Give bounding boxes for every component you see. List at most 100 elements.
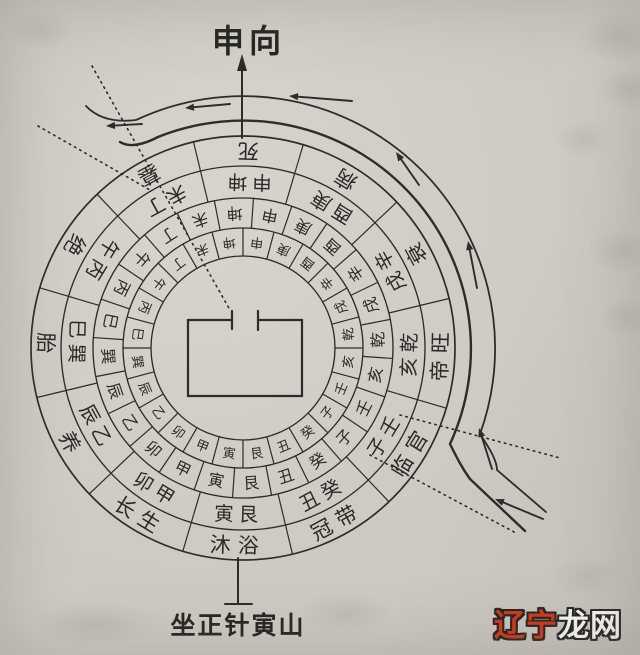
sitting-label: 坐正针寅山 (170, 611, 305, 640)
mountain-label: 亥 (365, 365, 387, 384)
flow-arrow-shaft (190, 103, 231, 109)
ring-cell-divider (333, 249, 357, 270)
ring-cell-divider (288, 243, 304, 269)
ring-cell-divider (157, 412, 179, 434)
flow-arrow-head (478, 428, 486, 438)
ring-cell-divider (294, 144, 304, 174)
ring-cell-divider (157, 262, 179, 284)
facing-pointer-arrowhead (237, 54, 247, 71)
mountain-label: 甲 (171, 457, 194, 481)
ring-cell-divider (129, 426, 153, 447)
mountain-label: 乙 (148, 403, 168, 422)
flow-arrow-shaft (468, 245, 478, 289)
ring-cell-divider (367, 479, 390, 503)
ring-circle (150, 255, 336, 441)
ring-cell-divider (309, 223, 328, 249)
ring-cell-divider (107, 400, 136, 415)
ring-cell-divider (419, 297, 450, 307)
ring-cell-divider (350, 281, 379, 296)
mountain-pair-label: 巳巽 (64, 319, 88, 369)
mountain-label: 酉 (320, 234, 345, 259)
water-direction-dotted-line (369, 454, 517, 534)
watermark-part2: 龙网 (558, 608, 622, 644)
center-plot-square (186, 318, 304, 398)
water-channel-inner-line (118, 119, 527, 533)
ring-cell-divider (307, 262, 329, 284)
ring-cell-divider (126, 371, 155, 380)
mountain-pair-label: 寅艮 (214, 502, 264, 526)
ring-cell-divider (345, 456, 369, 481)
ring-cell-divider (213, 200, 221, 231)
ring-cell-divider (374, 201, 398, 224)
ring-circle (60, 165, 426, 531)
mountain-label: 乙 (118, 411, 143, 435)
mountain-label: 戌 (360, 295, 383, 316)
ring-cell-divider (266, 436, 275, 465)
mountain-pair-label: 申坤 (223, 169, 273, 193)
ring-cell-divider (110, 450, 135, 474)
ring-cell-divider (285, 173, 296, 205)
stage-label: 死 (237, 138, 259, 163)
ring-cell-divider (331, 316, 360, 325)
ring-cell-divider (182, 427, 198, 453)
flow-arrow-shaft (479, 432, 493, 470)
ring-cell-divider (307, 412, 329, 434)
ring-cell-divider (211, 436, 220, 465)
ring-cell-divider (281, 205, 293, 235)
mountain-label: 午 (148, 273, 168, 292)
flow-arrow-head (396, 152, 405, 162)
mountain-label: 酉 (298, 253, 317, 273)
ring-cell-divider (182, 243, 198, 269)
mountain-label: 子 (332, 425, 357, 450)
mountain-label: 未 (193, 240, 211, 259)
mountain-label: 未 (190, 208, 211, 231)
ring-cell-divider (265, 465, 273, 496)
ring-cell-divider (322, 287, 348, 303)
mountain-label: 午 (129, 246, 154, 271)
flow-arrow-shaft (398, 155, 420, 186)
flow-arrow-head (185, 103, 195, 111)
ring-cell-divider (68, 295, 100, 306)
mountain-label: 丙 (135, 298, 154, 316)
mountain-label: 庚 (275, 240, 293, 260)
ring-cell-divider (138, 393, 164, 409)
mountain-label: 庚 (292, 215, 315, 239)
mountain-label: 申 (250, 233, 265, 250)
static-linework (37, 54, 561, 605)
ring-cell-divider (231, 467, 236, 498)
mountain-label: 寅 (206, 470, 225, 492)
mountain-label: 巽 (98, 348, 118, 365)
ring-cell-divider (199, 170, 209, 203)
mountain-label: 子 (318, 403, 338, 422)
ring-cell-divider (95, 370, 126, 378)
ring-cell-divider (88, 472, 112, 495)
mountain-label: 丁 (156, 223, 180, 248)
ring-cell-divider (100, 298, 130, 310)
mountain-label: 辛 (343, 261, 368, 285)
mountain-label: 坤 (226, 203, 243, 223)
water-direction-dotted-line (37, 125, 151, 191)
mountain-label: 艮 (243, 473, 260, 493)
facing-label: 申向 (212, 22, 286, 60)
ring-cell-divider (93, 336, 124, 341)
ring-cell-divider (417, 399, 447, 409)
flow-arrow-head (466, 241, 474, 251)
mountain-label: 艮 (250, 446, 265, 463)
mountain-label: 癸 (298, 423, 317, 443)
ring-cell-divider (386, 390, 418, 401)
flow-arrow-head (495, 499, 505, 506)
ring-cell-divider (362, 355, 393, 360)
ring-cell-divider (176, 212, 191, 241)
mountain-label: 壬 (352, 397, 376, 420)
ring-cell-divider (39, 287, 69, 297)
mountain-label: 癸 (306, 448, 330, 473)
mountain-label: 卯 (168, 423, 187, 443)
ring-cell-divider (144, 234, 165, 258)
mountain-label: 戌 (333, 298, 352, 316)
ring-cell-divider (96, 193, 119, 217)
ring-cell-divider (250, 198, 255, 229)
ring-cell-divider (118, 263, 144, 282)
water-flow-arrows (106, 93, 544, 520)
mountain-label: 辰 (135, 380, 154, 398)
